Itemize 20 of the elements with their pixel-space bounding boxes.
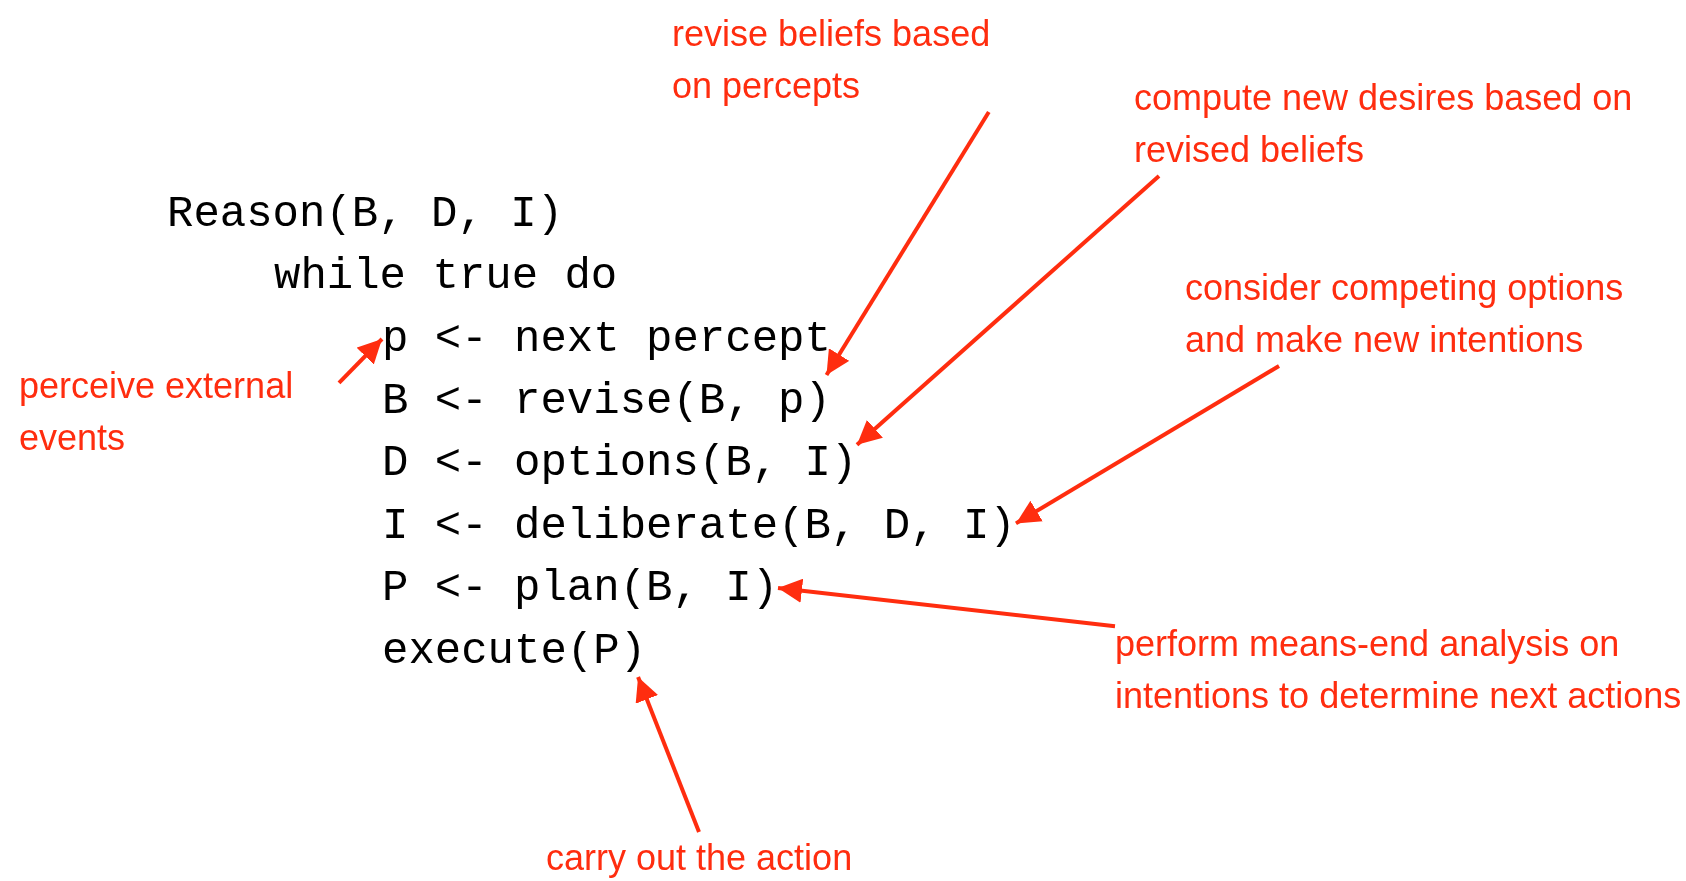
code-line: I <- deliberate(B, D, I) [382, 500, 1016, 552]
annotation-text: consider competing options and make new intentions [1185, 262, 1655, 366]
arrow [635, 676, 701, 833]
annotation-text: revise beliefs based on percepts [672, 8, 1032, 112]
code-line: execute(P) [382, 625, 647, 677]
arrow [337, 337, 384, 385]
annotation-text: perform means-end analysis on intentions to determine next actions [1115, 618, 1685, 722]
code-line: p <- next percept [382, 313, 831, 365]
arrow [855, 174, 1161, 447]
code-line: B <- revise(B, p) [382, 375, 831, 427]
code-line: P <- plan(B, I) [382, 562, 779, 614]
arrow [777, 578, 1116, 629]
annotation-text: carry out the action [546, 832, 853, 881]
code-line: while true do [274, 250, 618, 302]
arrow [1014, 364, 1281, 526]
code-line: Reason(B, D, I) [167, 188, 564, 240]
arrow [824, 110, 991, 377]
code-line: D <- options(B, I) [382, 437, 858, 489]
annotation-text: perceive external events [19, 360, 339, 464]
annotation-text: compute new desires based on revised beliefs [1134, 72, 1634, 176]
